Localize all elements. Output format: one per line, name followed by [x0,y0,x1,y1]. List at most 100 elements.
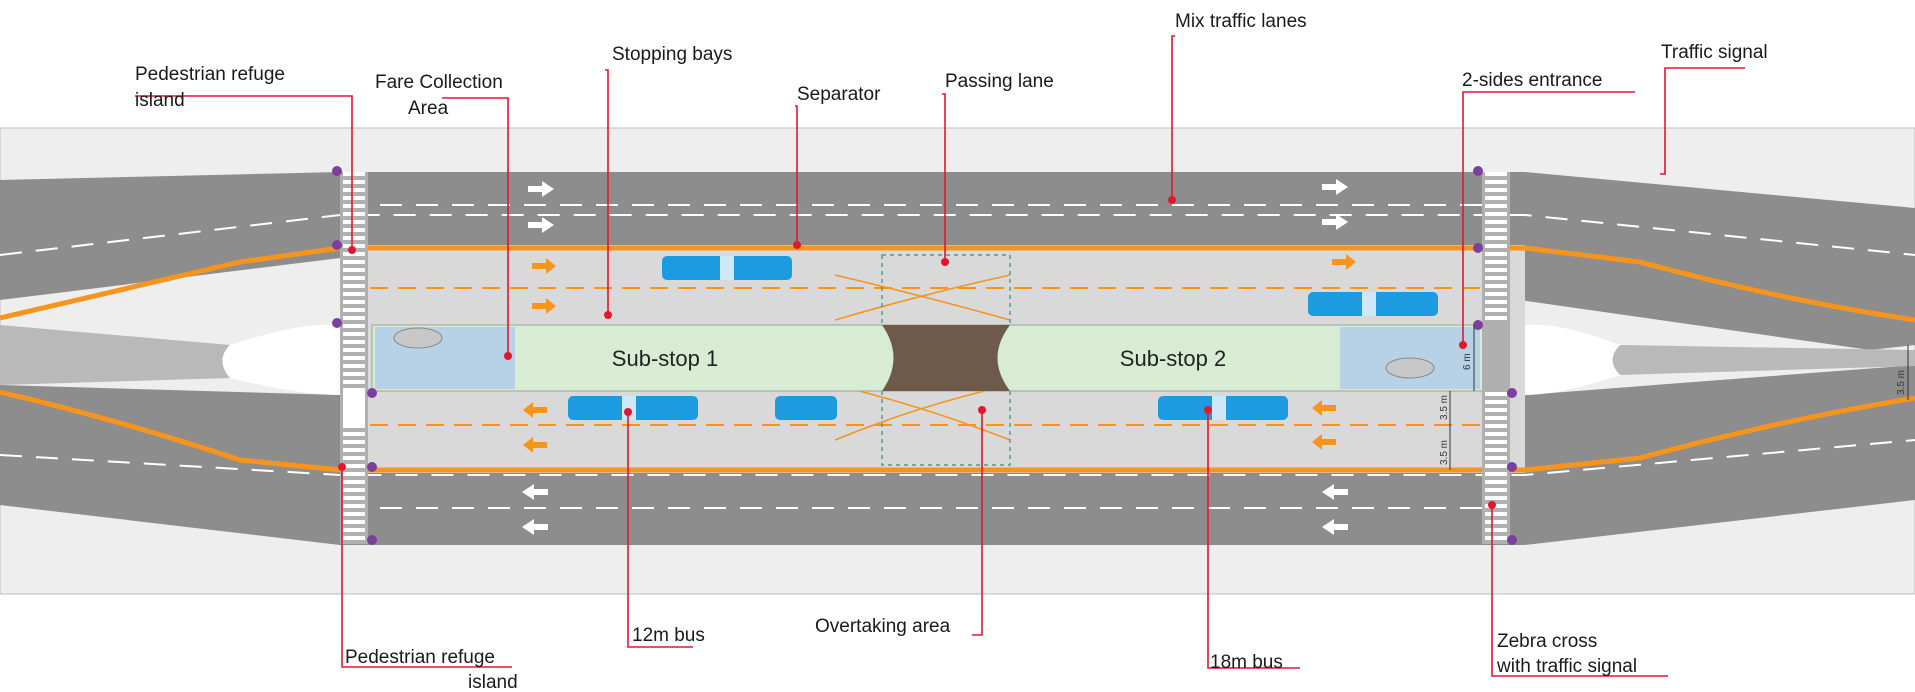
label-mix-traffic-lanes: Mix traffic lanes [1175,11,1307,32]
zebra-stripe [1485,520,1507,524]
dimension-platform: 6 m [1462,353,1473,370]
zebra-stripe [343,504,365,508]
refuge-nose-right [1525,324,1620,395]
label-fare-collection-2: Area [408,98,449,119]
signal-light [1507,388,1517,398]
label-pedestrian-refuge-top-2: island [135,90,185,111]
zebra-stripe [1485,196,1507,200]
zebra-stripe [1485,456,1507,460]
road-top [0,172,1915,350]
zebra-stripe [343,472,365,476]
zebra-stripe [1485,464,1507,468]
label-traffic-signal: Traffic signal [1661,42,1768,63]
label-pedestrian-refuge-top-1: Pedestrian refuge [135,64,285,85]
zebra-stripe [1485,472,1507,476]
median-left [0,325,230,385]
zebra-stripe [343,332,365,336]
bus-18m-top [1308,292,1438,316]
zebra-stripe [343,196,365,200]
dimension-lines [1449,325,1909,470]
label-18m-bus: 18m bus [1210,652,1283,673]
zebra-stripe [343,380,365,384]
callout-pointers [135,35,1745,677]
zebra-stripe [1485,432,1507,436]
zebra-stripe [343,392,365,396]
signal-light [1473,243,1483,253]
label-passing-lane: Passing lane [945,71,1054,92]
zebra-stripe [343,396,365,400]
zebra-stripe [1485,260,1507,264]
signal-light [367,535,377,545]
zebra-stripe [1485,424,1507,428]
zebra-stripe [1485,180,1507,184]
label-overtaking-area: Overtaking area [815,616,951,637]
label-stopping-bays: Stopping bays [612,44,732,65]
zebra-stripe [1485,292,1507,296]
zebra-stripe [343,488,365,492]
dimension-edge: 3.5 m [1896,370,1907,395]
zebra-stripe [1485,252,1507,256]
zebra-stripe [343,408,365,412]
zebra-stripe [343,388,365,392]
zebra-stripe [1485,212,1507,216]
zebra-stripe [1485,440,1507,444]
dimension-lane-b: 3.5 m [1439,440,1450,465]
zebra-stripe [343,400,365,404]
sub-stop-1-label: Sub-stop 1 [612,346,718,371]
label-two-sides-entrance: 2-sides entrance [1462,70,1602,91]
callout-dots [338,196,1496,509]
zebra-stripe [343,220,365,224]
label-zebra-cross-1: Zebra cross [1497,631,1597,652]
dimension-lane-a: 3.5 m [1439,395,1450,420]
zebra-stripe [343,372,365,376]
zebra-stripe [343,404,365,408]
zebra-stripe [343,276,365,280]
signal-light [1473,166,1483,176]
bus-18m [1158,396,1288,420]
label-12m-bus: 12m bus [632,625,705,646]
zebra-stripe [1485,308,1507,312]
busway-lane-lines [370,287,1480,426]
bus-12m-top [662,256,792,280]
zebra-stripe [1485,236,1507,240]
zebra-stripe [343,420,365,424]
bus-small [775,396,837,420]
zebra-stripe [343,180,365,184]
zebra-stripe [343,528,365,532]
zebra-stripe [343,172,365,176]
zebra-stripe [343,424,365,428]
zebra-stripe [343,440,365,444]
zebra-stripe [1485,204,1507,208]
label-separator: Separator [797,84,881,105]
zebra-stripe [343,244,365,248]
zebra-stripe [1485,268,1507,272]
zebra-stripe [343,228,365,232]
zebra-stripe [343,432,365,436]
zebra-stripe [343,308,365,312]
zebra-stripe [1485,408,1507,412]
sub-stop-2-label: Sub-stop 2 [1120,346,1226,371]
zebra-stripe [343,512,365,516]
zebra-stripe [343,496,365,500]
signal-light [332,318,342,328]
zebra-stripe [1485,496,1507,500]
signal-light [367,462,377,472]
bus-12m [568,396,698,420]
zebra-stripe [343,456,365,460]
label-pedestrian-refuge-bottom-1: Pedestrian refuge [345,647,495,668]
signal-light [332,240,342,250]
zebra-stripes [343,172,1507,540]
zebra-stripe [1485,480,1507,484]
zebra-stripe [343,464,365,468]
zebra-stripe [1485,220,1507,224]
zebra-stripe [1485,244,1507,248]
label-fare-collection-1: Fare Collection [375,72,503,93]
refuge-nose-left [222,324,340,395]
zebra-stripe [343,204,365,208]
median-right [1612,345,1915,375]
kiosk-left [393,327,443,349]
signal-dots [332,166,1517,545]
zebra-stripe [343,316,365,320]
zebra-stripe [343,260,365,264]
zebra-stripe [1485,488,1507,492]
